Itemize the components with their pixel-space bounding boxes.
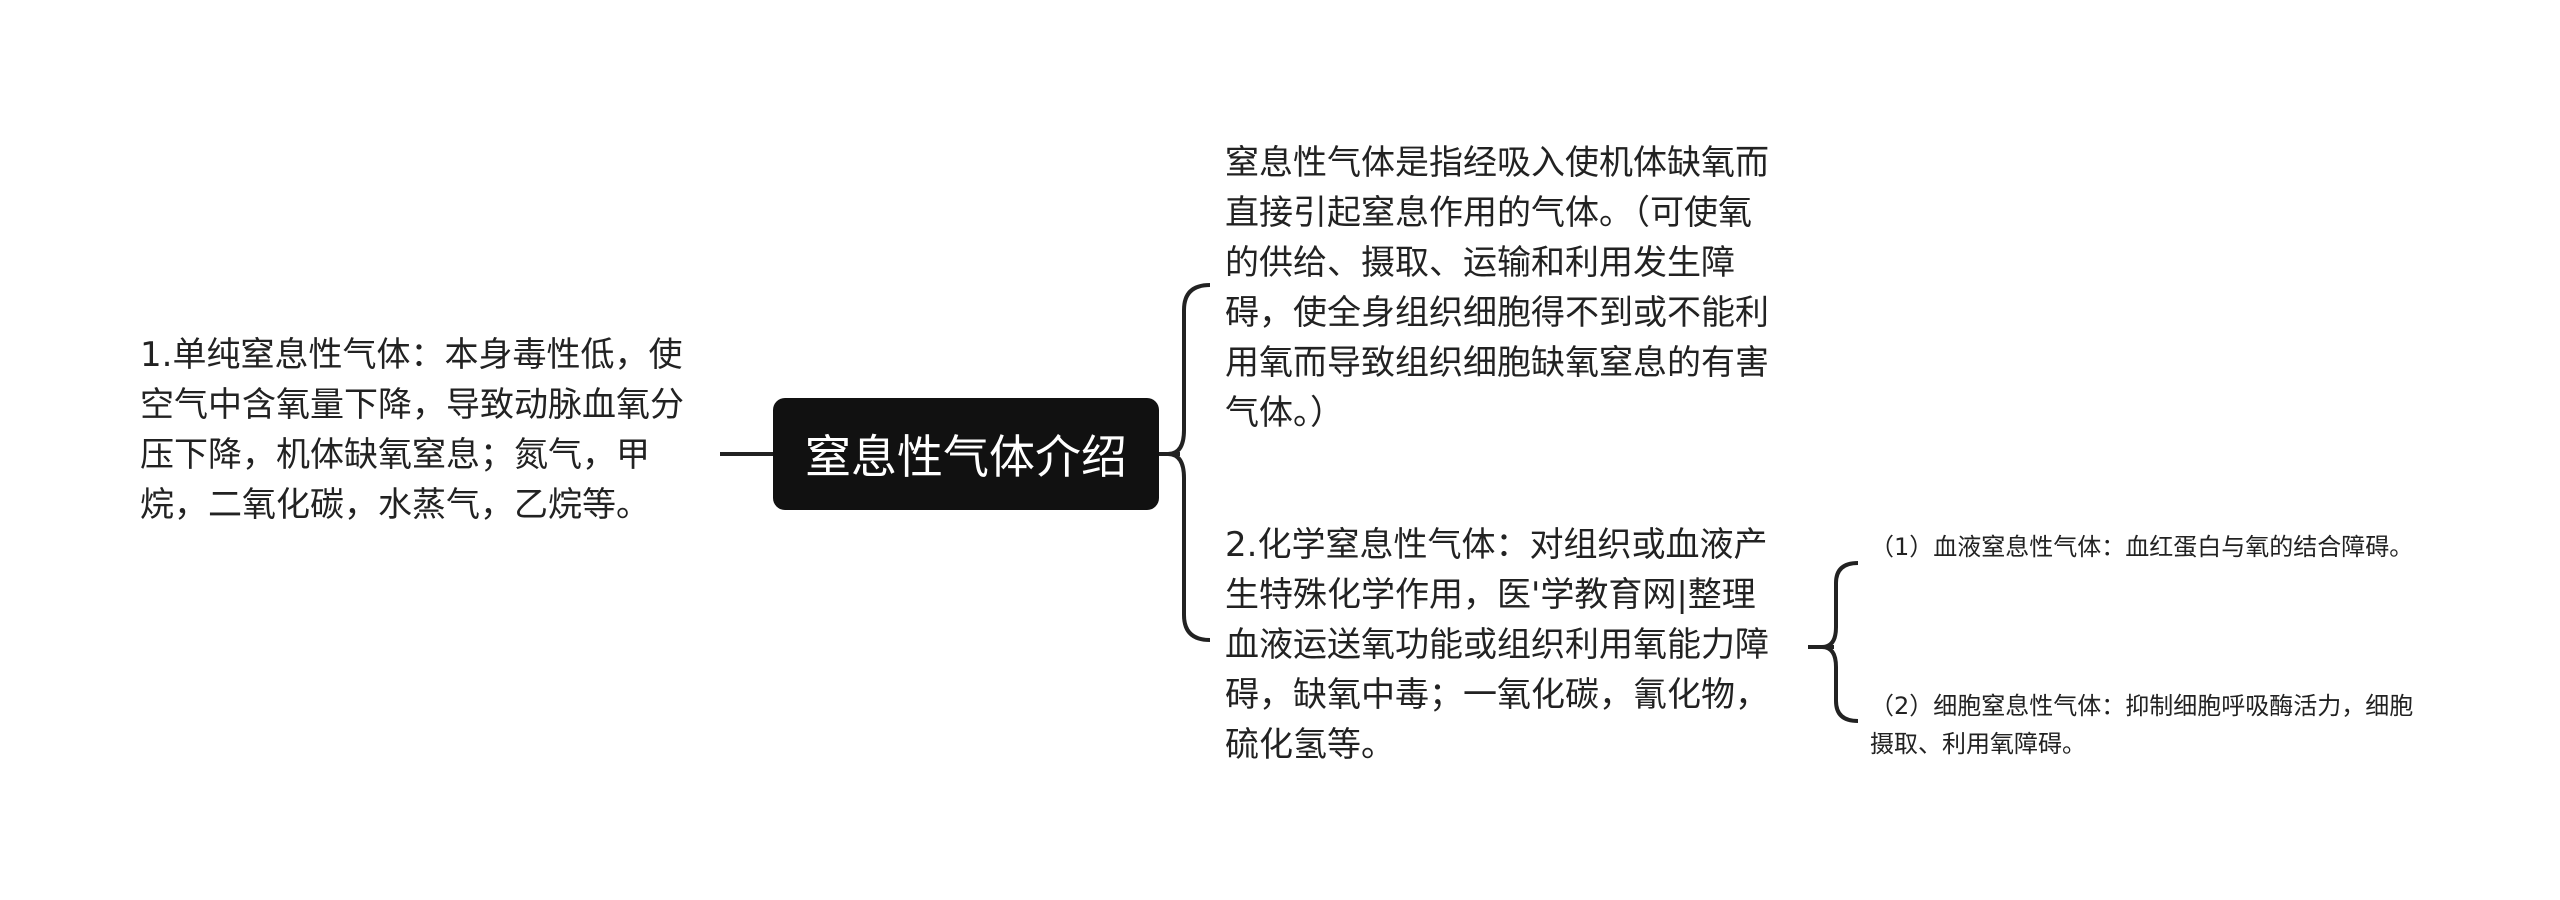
node-cell-asphyxiant-text: （2）细胞窒息性气体：抑制细胞呼吸酶活力，细胞摄取、利用氧障碍。 [1870, 692, 2414, 758]
root-node[interactable]: 窒息性气体介绍 [773, 398, 1159, 510]
node-chemical-asphyxiant[interactable]: 2.化学窒息性气体：对组织或血液产生特殊化学作用，医'学教育网|整理血液运送氧功… [1225, 520, 1775, 770]
node-blood-asphyxiant-text: （1）血液窒息性气体：血红蛋白与氧的结合障碍。 [1870, 533, 2414, 561]
node-definition-text: 窒息性气体是指经吸入使机体缺氧而直接引起窒息作用的气体。（可使氧的供给、摄取、运… [1225, 143, 1769, 433]
bracket-right [1167, 283, 1211, 642]
root-label: 窒息性气体介绍 [805, 430, 1127, 484]
bracket-sub [1821, 561, 1859, 723]
node-simple-asphyxiant-text: 1.单纯窒息性气体：本身毒性低，使空气中含氧量下降，导致动脉血氧分压下降，机体缺… [140, 335, 684, 525]
node-blood-asphyxiant[interactable]: （1）血液窒息性气体：血红蛋白与氧的结合障碍。 [1870, 528, 2425, 566]
node-simple-asphyxiant[interactable]: 1.单纯窒息性气体：本身毒性低，使空气中含氧量下降，导致动脉血氧分压下降，机体缺… [140, 330, 688, 530]
node-chemical-asphyxiant-text: 2.化学窒息性气体：对组织或血液产生特殊化学作用，医'学教育网|整理血液运送氧功… [1225, 525, 1769, 765]
node-cell-asphyxiant[interactable]: （2）细胞窒息性气体：抑制细胞呼吸酶活力，细胞摄取、利用氧障碍。 [1870, 687, 2425, 763]
node-definition[interactable]: 窒息性气体是指经吸入使机体缺氧而直接引起窒息作用的气体。（可使氧的供给、摄取、运… [1225, 138, 1775, 438]
